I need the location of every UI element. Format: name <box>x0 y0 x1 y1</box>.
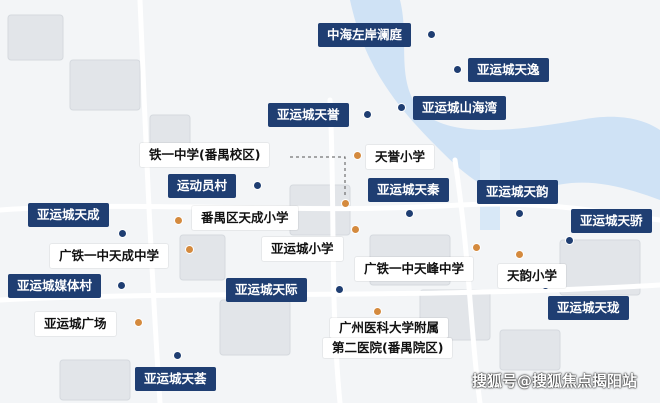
label-tianyun[interactable]: 亚运城天韵 <box>477 180 558 204</box>
city-block <box>179 234 226 281</box>
marker-yayuncheng-school[interactable] <box>351 225 360 234</box>
marker-athlete-village[interactable] <box>253 181 262 190</box>
marker-tiancheng-middle[interactable] <box>185 245 194 254</box>
label-tianhui[interactable]: 亚运城天荟 <box>135 367 216 391</box>
label-yayuncheng-school[interactable]: 亚运城小学 <box>262 237 343 261</box>
label-tianjiao[interactable]: 亚运城天骄 <box>571 209 652 233</box>
marker-hospital[interactable] <box>373 307 382 316</box>
marker-tianhui[interactable] <box>173 351 182 360</box>
marker-tianyu-school[interactable] <box>353 151 362 160</box>
label-athlete-village[interactable]: 运动员村 <box>168 174 237 198</box>
label-tianyun-school[interactable]: 天韵小学 <box>498 264 567 288</box>
marker-tianyu[interactable] <box>363 110 372 119</box>
label-tiancheng[interactable]: 亚运城天成 <box>28 203 109 227</box>
city-block <box>69 59 141 111</box>
label-tianyu-school[interactable]: 天誉小学 <box>366 145 435 169</box>
label-tianyu[interactable]: 亚运城天誉 <box>268 103 349 127</box>
label-shanhaiwan[interactable]: 亚运城山海湾 <box>413 96 507 120</box>
label-tieyi-panyu[interactable]: 铁一中学(番禺校区) <box>140 143 270 167</box>
city-block <box>499 329 561 371</box>
connector-line <box>290 156 346 197</box>
label-zhonghai[interactable]: 中海左岸澜庭 <box>318 23 412 47</box>
road <box>452 157 483 403</box>
marker-tianyun[interactable] <box>515 209 524 218</box>
road <box>137 0 163 403</box>
marker-tianyun-school[interactable] <box>515 250 524 259</box>
marker-tianfeng-middle[interactable] <box>472 243 481 252</box>
label-hospital-line2[interactable]: 第二医院(番禺院区) <box>323 338 453 358</box>
label-plaza[interactable]: 亚运城广场 <box>35 312 116 336</box>
marker-media-village[interactable] <box>117 281 126 290</box>
marker-tianji[interactable] <box>335 285 344 294</box>
label-media-village[interactable]: 亚运城媒体村 <box>8 274 102 298</box>
river <box>350 0 660 200</box>
city-block <box>7 14 64 61</box>
label-tianfeng-middle[interactable]: 广铁一中天峰中学 <box>355 257 474 281</box>
marker-tiancheng[interactable] <box>118 229 127 238</box>
watermark: 搜狐号@搜狐焦点揭阳站 <box>472 372 638 390</box>
marker-plaza[interactable] <box>134 318 143 327</box>
label-hospital-line1[interactable]: 广州医科大学附属 <box>330 318 449 338</box>
marker-shanhaiwan[interactable] <box>397 103 406 112</box>
marker-zhonghai[interactable] <box>427 30 436 39</box>
city-block <box>59 359 131 401</box>
label-tianji[interactable]: 亚运城天际 <box>226 278 307 302</box>
marker-tianjiao[interactable] <box>565 236 574 245</box>
marker-tiancheng-school[interactable] <box>174 216 183 225</box>
label-tianlong[interactable]: 亚运城天珑 <box>548 296 629 320</box>
marker-tianqin[interactable] <box>405 209 414 218</box>
marker-tianyi[interactable] <box>453 65 462 74</box>
marker-tianqin-school[interactable] <box>341 199 350 208</box>
city-block <box>219 299 291 356</box>
label-tianqin[interactable]: 亚运城天秦 <box>368 178 449 202</box>
label-tianyi[interactable]: 亚运城天逸 <box>468 58 549 82</box>
label-tiancheng-middle[interactable]: 广铁一中天成中学 <box>50 244 169 268</box>
label-tiancheng-school[interactable]: 番禺区天成小学 <box>192 206 298 230</box>
